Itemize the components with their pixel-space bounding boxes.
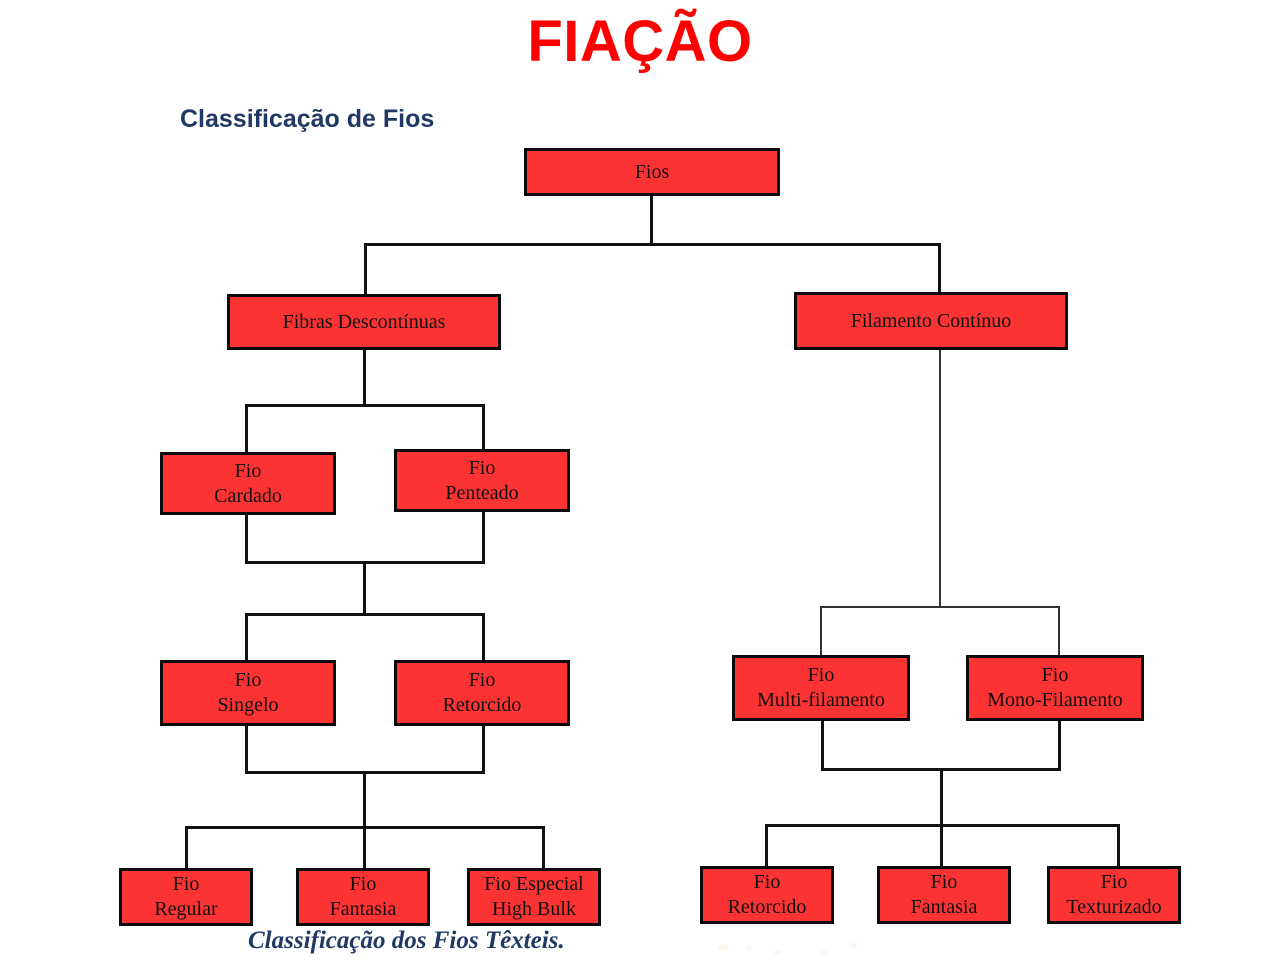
node-fibras-descontinuas-line-1: Fibras Descontínuas: [282, 310, 446, 333]
edge-to-fio-regular: [185, 826, 188, 869]
edge-cardado-down: [245, 515, 248, 563]
node-fio-especial-high-bulk-line-2: High Bulk: [492, 898, 576, 920]
page-title: FIAÇÃO: [527, 9, 753, 74]
edge-descontinuas-stem: [363, 350, 366, 407]
scan-artifact: [718, 945, 728, 950]
node-fio-regular-line-1: Fio: [172, 873, 200, 895]
node-fibras-descontinuas[interactable]: Fibras Descontínuas: [227, 294, 501, 350]
node-fio-penteado[interactable]: Fio Penteado: [394, 449, 570, 512]
edge-continuo-to-mono: [1058, 606, 1060, 657]
section-title: Classificação de Fios: [180, 105, 435, 133]
edge-retorcido-left-down: [482, 726, 485, 773]
scan-artifact: [820, 950, 829, 955]
node-fios[interactable]: Fios: [524, 148, 780, 196]
node-fio-mono-filamento-line-1: Fio: [1041, 664, 1069, 686]
edge-left-threeway-bar: [185, 826, 545, 829]
edge-right-threeway-bar: [765, 824, 1120, 827]
scan-artifact: [774, 950, 782, 955]
edge-to-fio-retorcido-left: [482, 613, 485, 661]
node-fio-especial-high-bulk-line-1: Fio Especial: [484, 873, 584, 895]
node-fio-texturizado-line-1: Fio: [1100, 871, 1128, 893]
node-fio-texturizado[interactable]: Fio Texturizado: [1047, 866, 1181, 924]
edge-to-fio-singelo: [245, 613, 248, 661]
node-fio-retorcido-left-line-2: Retorcido: [442, 694, 522, 716]
node-fio-retorcido-left[interactable]: Fio Retorcido: [394, 660, 570, 726]
node-fio-mono-filamento-line-2: Mono-Filamento: [987, 689, 1123, 711]
node-fio-penteado-line-2: Penteado: [445, 481, 519, 504]
edge-right-threeway-stem: [940, 768, 943, 869]
edge-continuo-stem: [939, 350, 941, 608]
edge-fios-to-continuo: [938, 243, 941, 294]
node-fio-fantasia-left-line-2: Fantasia: [329, 898, 397, 920]
edge-to-fio-texturizado: [1117, 824, 1120, 869]
node-fio-cardado[interactable]: Fio Cardado: [160, 452, 336, 515]
node-filamento-continuo-line-1: Filamento Contínuo: [850, 309, 1012, 332]
edge-multi-down: [821, 721, 824, 770]
edge-to-fio-retorcido-right: [765, 824, 768, 869]
edge-merge-to-singelo-retorcido-stem: [363, 561, 366, 616]
edge-singelo-down: [245, 726, 248, 773]
edge-descontinuas-to-penteado: [482, 404, 485, 453]
edge-fios-stem: [650, 196, 653, 244]
node-fio-retorcido-right[interactable]: Fio Retorcido: [700, 866, 834, 924]
scan-artifact: [851, 943, 857, 948]
node-fio-texturizado-line-2: Texturizado: [1066, 896, 1162, 918]
node-fio-fantasia-left-line-1: Fio: [349, 873, 377, 895]
node-filamento-continuo[interactable]: Filamento Contínuo: [794, 292, 1068, 350]
node-fio-singelo-line-1: Fio: [234, 669, 262, 691]
node-fio-multi-filamento[interactable]: Fio Multi-filamento: [732, 655, 910, 721]
node-fios-line-1: Fios: [634, 160, 670, 183]
node-fio-especial-high-bulk[interactable]: Fio Especial High Bulk: [467, 868, 601, 926]
node-fio-fantasia-left[interactable]: Fio Fantasia: [296, 868, 430, 926]
node-fio-mono-filamento[interactable]: Fio Mono-Filamento: [966, 655, 1144, 721]
edge-mono-down: [1058, 721, 1061, 770]
edge-singelo-retorcido-split-bar: [245, 613, 485, 616]
node-fio-fantasia-right-line-2: Fantasia: [910, 896, 978, 918]
node-fio-retorcido-right-line-1: Fio: [753, 871, 781, 893]
node-fio-penteado-line-1: Fio: [468, 456, 496, 479]
node-fio-cardado-line-2: Cardado: [214, 484, 282, 507]
node-fio-cardado-line-1: Fio: [234, 459, 262, 482]
node-fio-retorcido-right-line-2: Retorcido: [727, 896, 807, 918]
figure-caption: Classificação dos Fios Têxteis.: [248, 927, 565, 954]
node-fio-regular[interactable]: Fio Regular: [119, 868, 253, 926]
node-fio-singelo-line-2: Singelo: [217, 694, 279, 716]
edge-fios-to-descontinuas: [364, 243, 367, 304]
edge-to-fio-especial-high-bulk: [542, 826, 545, 869]
node-fio-multi-filamento-line-2: Multi-filamento: [757, 689, 885, 711]
edge-continuo-split-bar: [820, 606, 1060, 608]
node-fio-multi-filamento-line-1: Fio: [807, 664, 835, 686]
node-fio-retorcido-left-line-1: Fio: [468, 669, 496, 691]
node-fio-fantasia-right-line-1: Fio: [930, 871, 958, 893]
edge-descontinuas-split-bar: [245, 404, 485, 407]
edge-continuo-to-multi: [820, 606, 822, 657]
edge-penteado-down: [482, 512, 485, 563]
scan-artifact: [745, 946, 752, 951]
edge-left-threeway-stem: [363, 771, 366, 869]
node-fio-regular-line-2: Regular: [154, 898, 218, 920]
node-fio-fantasia-right[interactable]: Fio Fantasia: [877, 866, 1011, 924]
edge-fios-split-bar: [364, 243, 941, 246]
edge-descontinuas-to-cardado: [245, 404, 248, 453]
node-fio-singelo[interactable]: Fio Singelo: [160, 660, 336, 726]
